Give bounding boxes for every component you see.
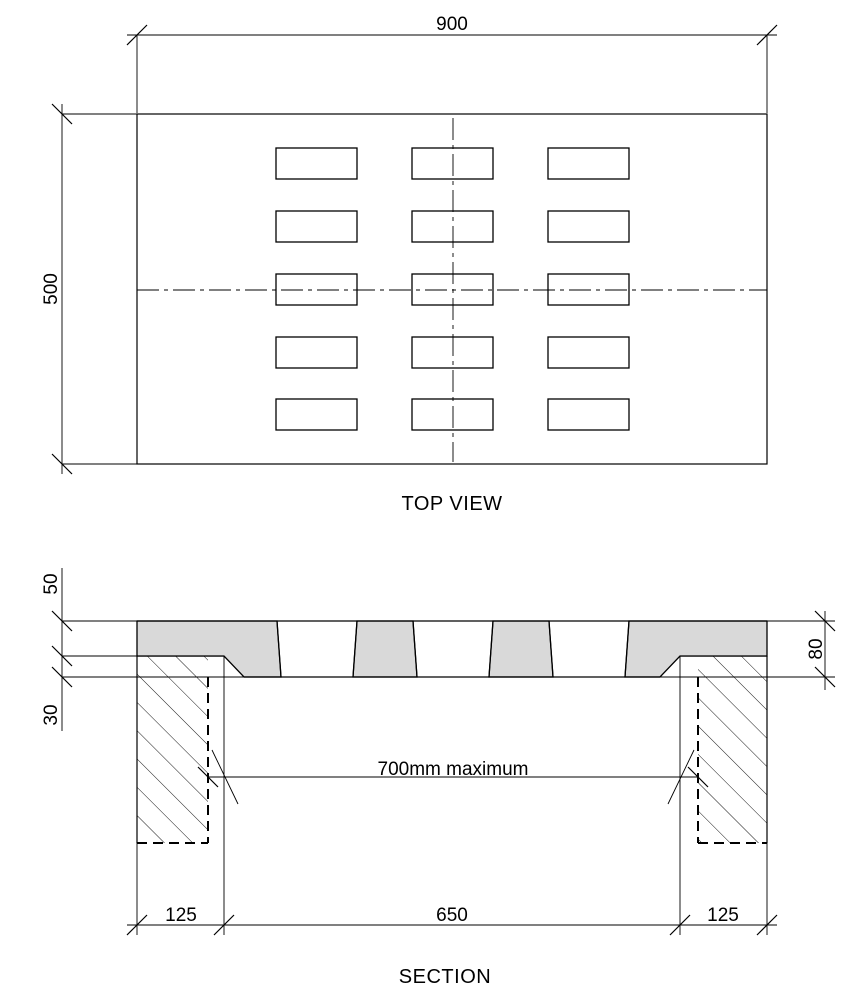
- dim-lower-label: 30: [41, 704, 62, 725]
- section-view: 50 30 80: [41, 568, 836, 988]
- top-width-dimension: 900: [126, 14, 778, 113]
- slot: [275, 147, 358, 180]
- slot: [411, 147, 494, 180]
- slot: [411, 210, 494, 243]
- top-view-title: TOP VIEW: [401, 493, 502, 515]
- top-view: 900 500: [41, 14, 778, 515]
- grate-cross-section: [136, 620, 768, 678]
- slot: [547, 398, 630, 431]
- slot: [547, 147, 630, 180]
- slot-grid: [275, 147, 630, 431]
- left-wall: [136, 655, 224, 844]
- section-left-dimensions: 50 30: [41, 568, 244, 731]
- slot: [547, 210, 630, 243]
- slot: [275, 273, 358, 306]
- top-height-dimension: 500: [41, 103, 137, 475]
- dim-right-bearing-label: 125: [707, 905, 739, 926]
- slot: [275, 210, 358, 243]
- slot: [275, 336, 358, 369]
- slot: [411, 398, 494, 431]
- dim-left-bearing-label: 125: [165, 905, 197, 926]
- max-span-dimension: 700mm maximum: [197, 749, 709, 805]
- right-wall: [680, 655, 768, 844]
- top-width-label: 900: [436, 14, 468, 35]
- grate-outline: [136, 113, 768, 465]
- dim-top-label: 50: [41, 573, 62, 594]
- max-span-label: 700mm maximum: [378, 759, 529, 780]
- slot: [411, 273, 494, 306]
- section-bottom-dimensions: 125 650 125: [126, 656, 778, 936]
- dim-opening-label: 650: [436, 905, 468, 926]
- slot: [411, 336, 494, 369]
- section-title: SECTION: [399, 966, 491, 988]
- slot: [547, 273, 630, 306]
- top-height-label: 500: [41, 273, 62, 305]
- slot: [275, 398, 358, 431]
- slot: [547, 336, 630, 369]
- dim-right-label: 80: [806, 638, 827, 659]
